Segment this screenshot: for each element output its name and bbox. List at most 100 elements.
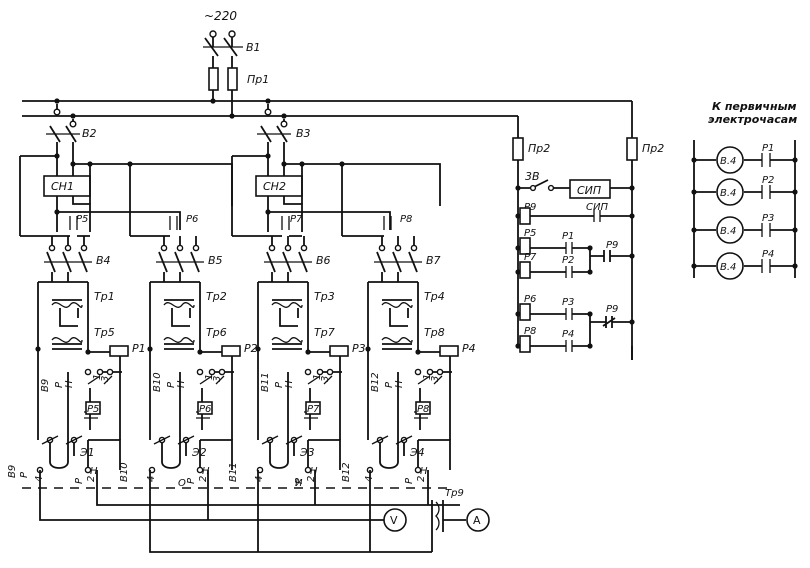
ammeter-label: A	[473, 514, 481, 527]
wire	[271, 272, 289, 282]
clock-label-Э4: Э4	[409, 446, 425, 459]
transformer-label-Тр2: Тр2	[206, 290, 227, 303]
selector-r: Р	[384, 381, 395, 388]
secondary-clocks: К первичным электрочасам	[693, 100, 797, 278]
switch-label-B5: B5	[208, 254, 223, 267]
selector-label-B12: B12	[370, 372, 381, 392]
junction-dot	[515, 311, 521, 317]
wire	[87, 439, 121, 470]
junction-dot	[691, 227, 697, 233]
junction-dot	[691, 189, 697, 195]
secondary-clock-label: B.4	[720, 188, 736, 199]
secondary-clock-label: B.4	[720, 156, 736, 167]
device-sip	[569, 179, 611, 199]
wire	[565, 308, 573, 320]
terminal-1: 1	[204, 374, 215, 380]
terminal	[192, 244, 200, 252]
wire	[307, 375, 333, 385]
coil-P8	[519, 335, 531, 353]
fuse-pr2-right-label: Пр2	[642, 142, 664, 155]
selector-label-B9: B9	[40, 379, 51, 392]
terminal	[284, 244, 292, 252]
section-switch-b3: B3	[257, 104, 311, 167]
transformer-winding	[51, 337, 83, 343]
terminal-3: 3	[430, 376, 441, 382]
voltmeter	[383, 508, 407, 532]
section-switch-b2: B2	[46, 104, 97, 167]
junction-dot	[515, 245, 521, 251]
terminal-2: 2	[416, 476, 427, 482]
selector-r: Р	[54, 381, 65, 388]
fuse-pr1-label: Пр1	[247, 73, 269, 86]
junction-dot	[629, 213, 635, 219]
contact-label-P5: P5	[87, 404, 99, 415]
supply-input: ~220 B1 Пр1	[203, 9, 269, 116]
bottom-r: Р	[186, 477, 197, 484]
contact-p6-top: P6	[186, 214, 198, 225]
voltmeter-label: V	[390, 514, 398, 527]
wire	[761, 259, 771, 273]
selector-n: Н	[284, 380, 295, 388]
terminal-1: 1	[92, 374, 103, 380]
junction-dot	[629, 319, 635, 325]
bottom-n: Н	[310, 466, 318, 477]
wire	[163, 272, 181, 282]
transformer-winding	[271, 302, 303, 308]
selector-r: Р	[166, 381, 177, 388]
supply-voltage-label: ~220	[204, 9, 237, 23]
transformer-label-Тр4: Тр4	[424, 290, 445, 303]
supply-terminal-right	[228, 30, 236, 38]
contact-label-P6: P6	[199, 404, 211, 415]
terminal	[96, 368, 104, 376]
wire	[269, 440, 295, 469]
switch-label-B4: B4	[96, 254, 111, 267]
wire	[565, 242, 573, 254]
bottom-measurement: B9 Р B10 B11 B12 О И V Тр9 A	[7, 462, 490, 553]
terminal-3: 3	[100, 376, 111, 382]
terminal	[316, 368, 324, 376]
terminal-3: 3	[320, 376, 331, 382]
wire	[428, 356, 452, 440]
transformer-label-Тр7: Тр7	[314, 326, 335, 339]
terminal-2: 2	[306, 476, 317, 482]
terminal	[426, 368, 434, 376]
selector-n: Н	[176, 380, 187, 388]
contact-p8-top: P8	[400, 214, 412, 225]
bottom-i-label: И	[295, 478, 303, 489]
selector-n: Н	[394, 380, 405, 388]
wire	[761, 185, 771, 199]
coil-label-P6: P6	[524, 294, 536, 305]
contact-label-P7: P7	[307, 404, 320, 415]
switch-3b-label: 3B	[525, 170, 540, 183]
bottom-b9-label: B9	[7, 465, 18, 478]
terminal-4: 4	[146, 476, 157, 482]
bottom-r: Р	[74, 477, 85, 484]
wire	[517, 346, 633, 360]
terminal	[84, 368, 92, 376]
transformer-label-Тр5: Тр5	[94, 326, 115, 339]
supply-terminal-left	[209, 30, 217, 38]
stabilizer-ch2-label: CH2	[263, 180, 286, 193]
transformer-winding	[163, 337, 195, 343]
wire	[761, 223, 771, 237]
coil-P6	[519, 303, 531, 321]
wire	[87, 375, 113, 385]
junction-dot	[85, 349, 91, 355]
terminal-4: 4	[254, 476, 265, 482]
terminal	[300, 244, 308, 252]
switch-label-B6: B6	[316, 254, 331, 267]
junction-dot	[629, 253, 635, 259]
wire	[590, 250, 632, 262]
relay-P3	[329, 345, 349, 357]
wire	[171, 308, 191, 327]
terminal-3: 3	[212, 376, 223, 382]
wire	[49, 440, 75, 469]
contact-label-P8: P8	[417, 404, 429, 415]
switch-b2-label: B2	[82, 127, 97, 140]
wire	[257, 281, 309, 440]
contact-label-P4: P4	[562, 329, 574, 340]
